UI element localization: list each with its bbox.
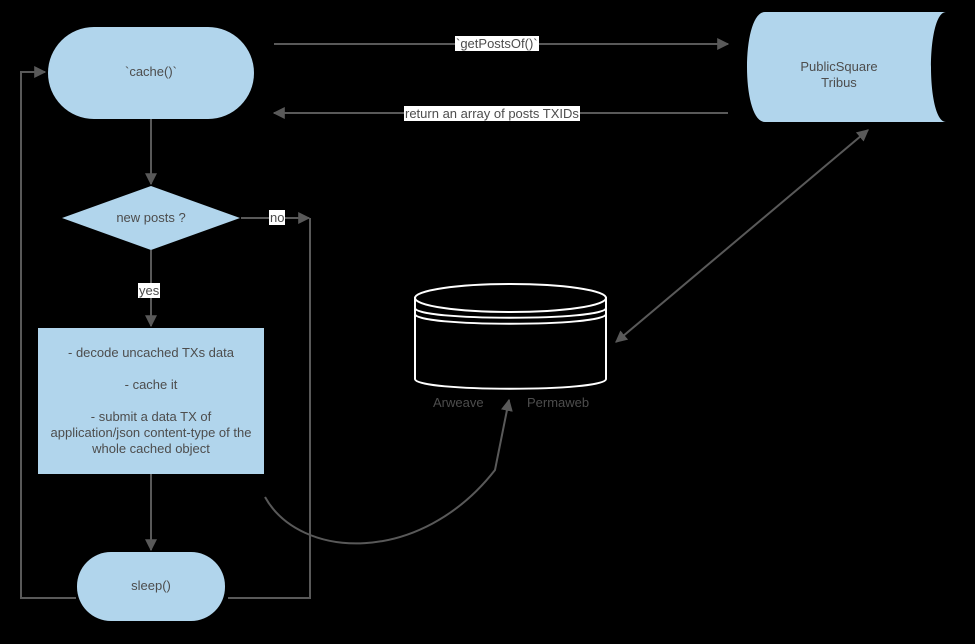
process-line-2: - cache it (124, 377, 178, 392)
node-cache-shape[interactable] (48, 27, 254, 119)
edge-sleep-loop-to-cache (20, 66, 76, 599)
process-line-3: - submit a data TX of application/json c… (50, 409, 252, 456)
node-decision-shape[interactable] (62, 186, 240, 250)
edge-no-branch-down (228, 218, 311, 599)
edge-label-return-posts: return an array of posts TXIDs (404, 106, 580, 121)
node-sleep-shape[interactable] (77, 552, 225, 621)
node-process-label: - decode uncached TXs data - cache it - … (38, 345, 264, 457)
node-arweave-label-left: Arweave (433, 395, 484, 410)
node-arweave-shape[interactable] (414, 283, 607, 390)
edge-process-to-arweave (264, 398, 513, 545)
edge-arweave-publicsquare (615, 129, 869, 343)
node-process-shape[interactable] (38, 328, 264, 474)
edge-label-yes: yes (138, 283, 161, 298)
node-publicsquare-shape[interactable] (747, 12, 946, 122)
node-arweave-label-right: Permaweb (527, 395, 590, 410)
edge-label-get-posts: `getPostsOf()` (455, 36, 539, 51)
process-line-1: - decode uncached TXs data (68, 345, 234, 360)
edge-label-no: no (269, 210, 286, 225)
